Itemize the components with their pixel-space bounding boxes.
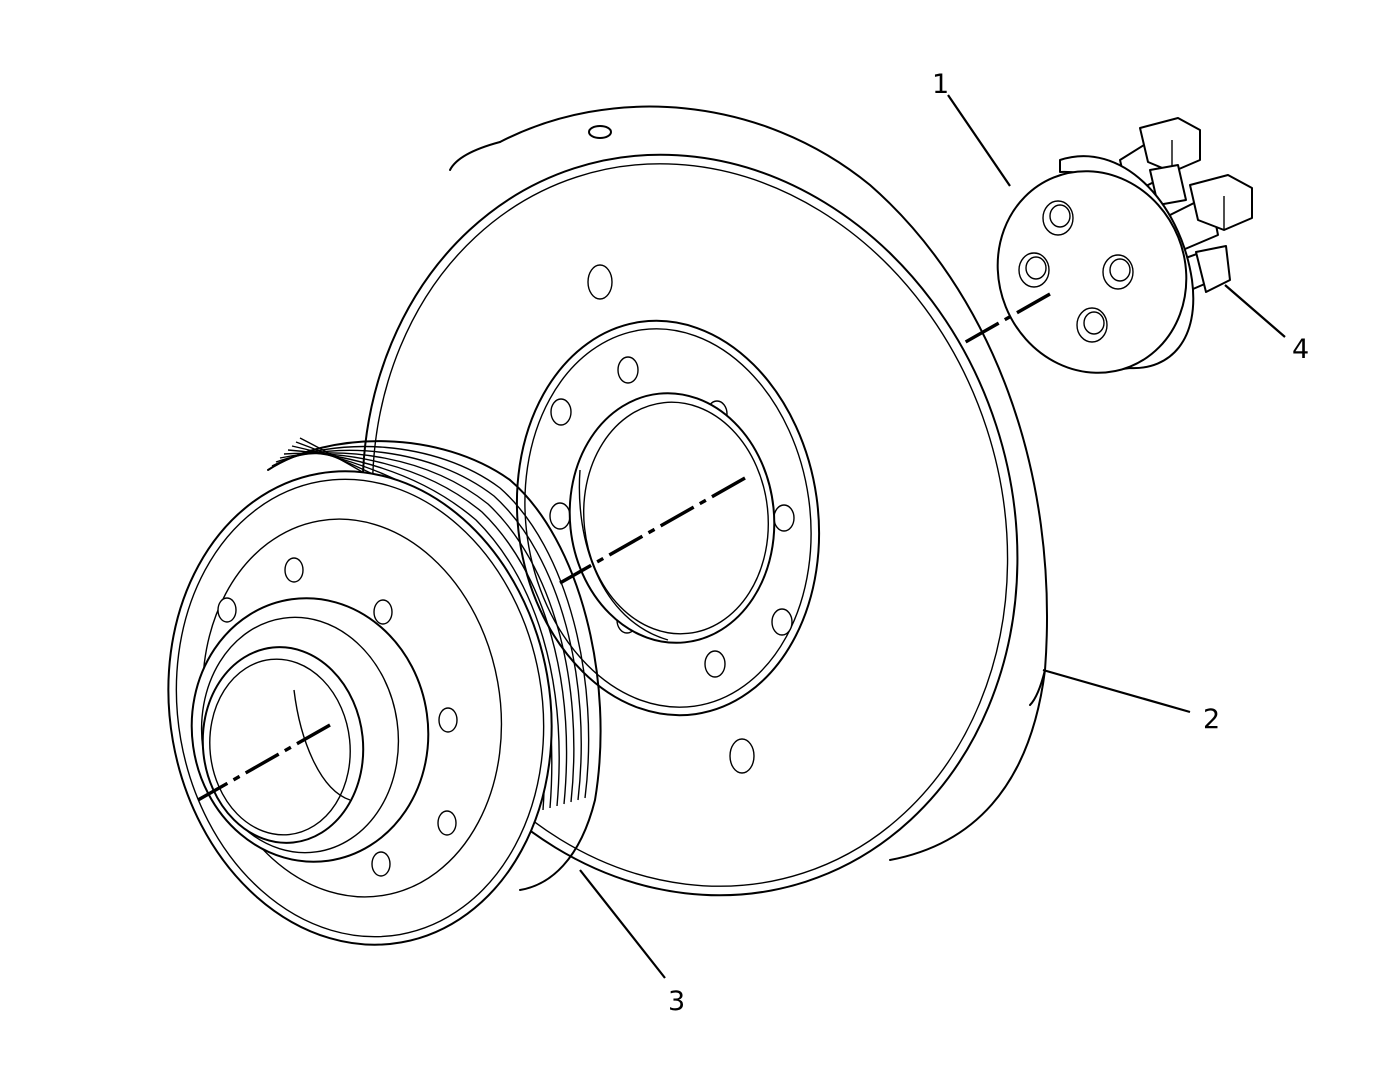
callout-1: 1 [932, 69, 949, 100]
pulley-bolt-holes [217, 557, 458, 877]
callout-2: 2 [1203, 704, 1220, 735]
bolts [1119, 117, 1253, 293]
pulley [167, 437, 602, 946]
leader-lines [579, 94, 1286, 979]
callout-4: 4 [1292, 334, 1309, 365]
retainer-plate-with-bolts [996, 117, 1253, 374]
callout-3: 3 [668, 986, 685, 1017]
assembly-centerlines [197, 292, 1051, 802]
plate-bolt-ends [1018, 200, 1134, 343]
